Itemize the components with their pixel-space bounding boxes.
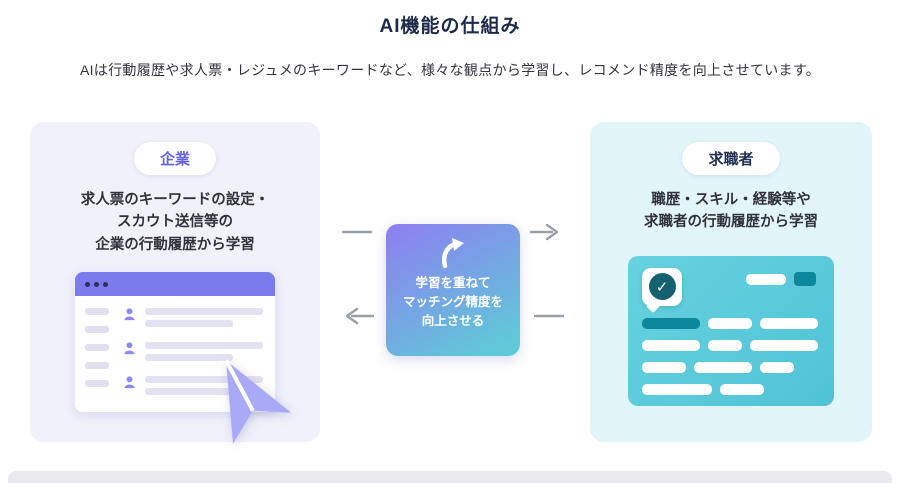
- company-badge: 企業: [133, 142, 216, 175]
- jobseeker-badge: 求職者: [682, 142, 780, 175]
- company-description-line: スカウト送信等の: [117, 214, 233, 231]
- candidate-row: [121, 306, 263, 328]
- candidate-row: [121, 340, 263, 362]
- jobseeker-card: 求職者 職歴・スキル・経験等や 求職者の行動履歴から学習 ✓: [590, 122, 872, 442]
- flow-line-bottom-right: [534, 314, 564, 318]
- text-placeholder-lines: [145, 306, 263, 328]
- company-browser-illustration: [75, 272, 292, 445]
- person-icon: [124, 376, 135, 389]
- resume-field-bar: [708, 317, 752, 329]
- learning-loop-text: 学習を重ねて マッチング精度を 向上させる: [403, 274, 503, 330]
- text-placeholder-line: [145, 342, 263, 350]
- text-placeholder-line: [145, 308, 263, 316]
- resume-field-bar: [708, 339, 742, 351]
- check-circle: ✓: [648, 273, 676, 301]
- person-icon: [124, 342, 135, 355]
- window-dot-icon: [85, 281, 90, 287]
- flow-arrow-bottom-left: [345, 307, 374, 325]
- text-placeholder-line: [145, 354, 233, 362]
- text-placeholder-line: [145, 320, 233, 328]
- flow-arrow-top-right: [530, 223, 559, 241]
- paper-plane-icon: [224, 359, 292, 445]
- flow-line-top-left: [342, 230, 372, 234]
- jobseeker-description-line: 求職者の行動履歴から学習: [644, 214, 818, 231]
- sidebar-placeholder-bar: [85, 380, 109, 388]
- learning-loop-box: 学習を重ねて マッチング精度を 向上させる: [386, 224, 520, 356]
- company-card: 企業 求人票のキーワードの設定・ スカウト送信等の 企業の行動履歴から学習: [30, 122, 320, 445]
- sidebar-placeholder-bar: [85, 308, 109, 316]
- page-title: AI機能の仕組み: [379, 16, 521, 37]
- resume-field-bar-selected: [642, 317, 700, 329]
- resume-field-bar: [642, 383, 712, 395]
- company-description-line: 求人票のキーワードの設定・: [80, 192, 270, 208]
- learning-loop-line: 学習を重ねて: [415, 276, 491, 290]
- jobseeker-description: 職歴・スキル・経験等や 求職者の行動履歴から学習: [644, 189, 818, 234]
- resume-field-bar: [642, 361, 686, 373]
- page-subtitle: AIは行動履歴や求人票・レジュメのキーワードなど、様々な観点から学習し、レコメン…: [79, 62, 821, 78]
- cycle-arrow-icon: [442, 238, 464, 269]
- candidate-row: [121, 374, 263, 396]
- approval-bubble: ✓: [642, 267, 682, 306]
- check-icon: ✓: [655, 278, 669, 296]
- learning-loop-line: 向上させる: [421, 313, 485, 328]
- person-icon: [124, 308, 135, 321]
- next-section-edge: [8, 471, 892, 483]
- resume-field-bar: [750, 339, 818, 351]
- window-dot-icon: [103, 281, 108, 287]
- resume-field-bar: [760, 361, 794, 373]
- text-placeholder-line: [145, 376, 263, 384]
- sidebar-placeholder-bar: [85, 326, 109, 334]
- sidebar-placeholder-bar: [85, 344, 109, 352]
- text-placeholder-lines: [145, 374, 263, 396]
- resume-field-bar: [720, 383, 764, 395]
- text-placeholder-lines: [145, 340, 263, 362]
- resume-field-bar: [760, 317, 818, 329]
- resume-field-bar: [642, 339, 700, 351]
- resume-field-bar: [694, 361, 752, 373]
- company-description: 求人票のキーワードの設定・ スカウト送信等の 企業の行動履歴から学習: [81, 189, 270, 256]
- text-placeholder-line: [145, 388, 233, 396]
- sidebar-placeholder-bar: [85, 362, 109, 370]
- resume-illustration: ✓: [628, 255, 834, 406]
- learning-loop-line: マッチング精度を: [402, 294, 503, 309]
- window-dot-icon: [94, 281, 99, 287]
- resume-field-bar: [746, 273, 786, 285]
- jobseeker-description-line: 職歴・スキル・経験等や: [651, 192, 811, 208]
- company-description-line: 企業の行動履歴から学習: [95, 236, 255, 253]
- toggle-chip: [794, 271, 816, 286]
- browser-titlebar: [75, 272, 275, 297]
